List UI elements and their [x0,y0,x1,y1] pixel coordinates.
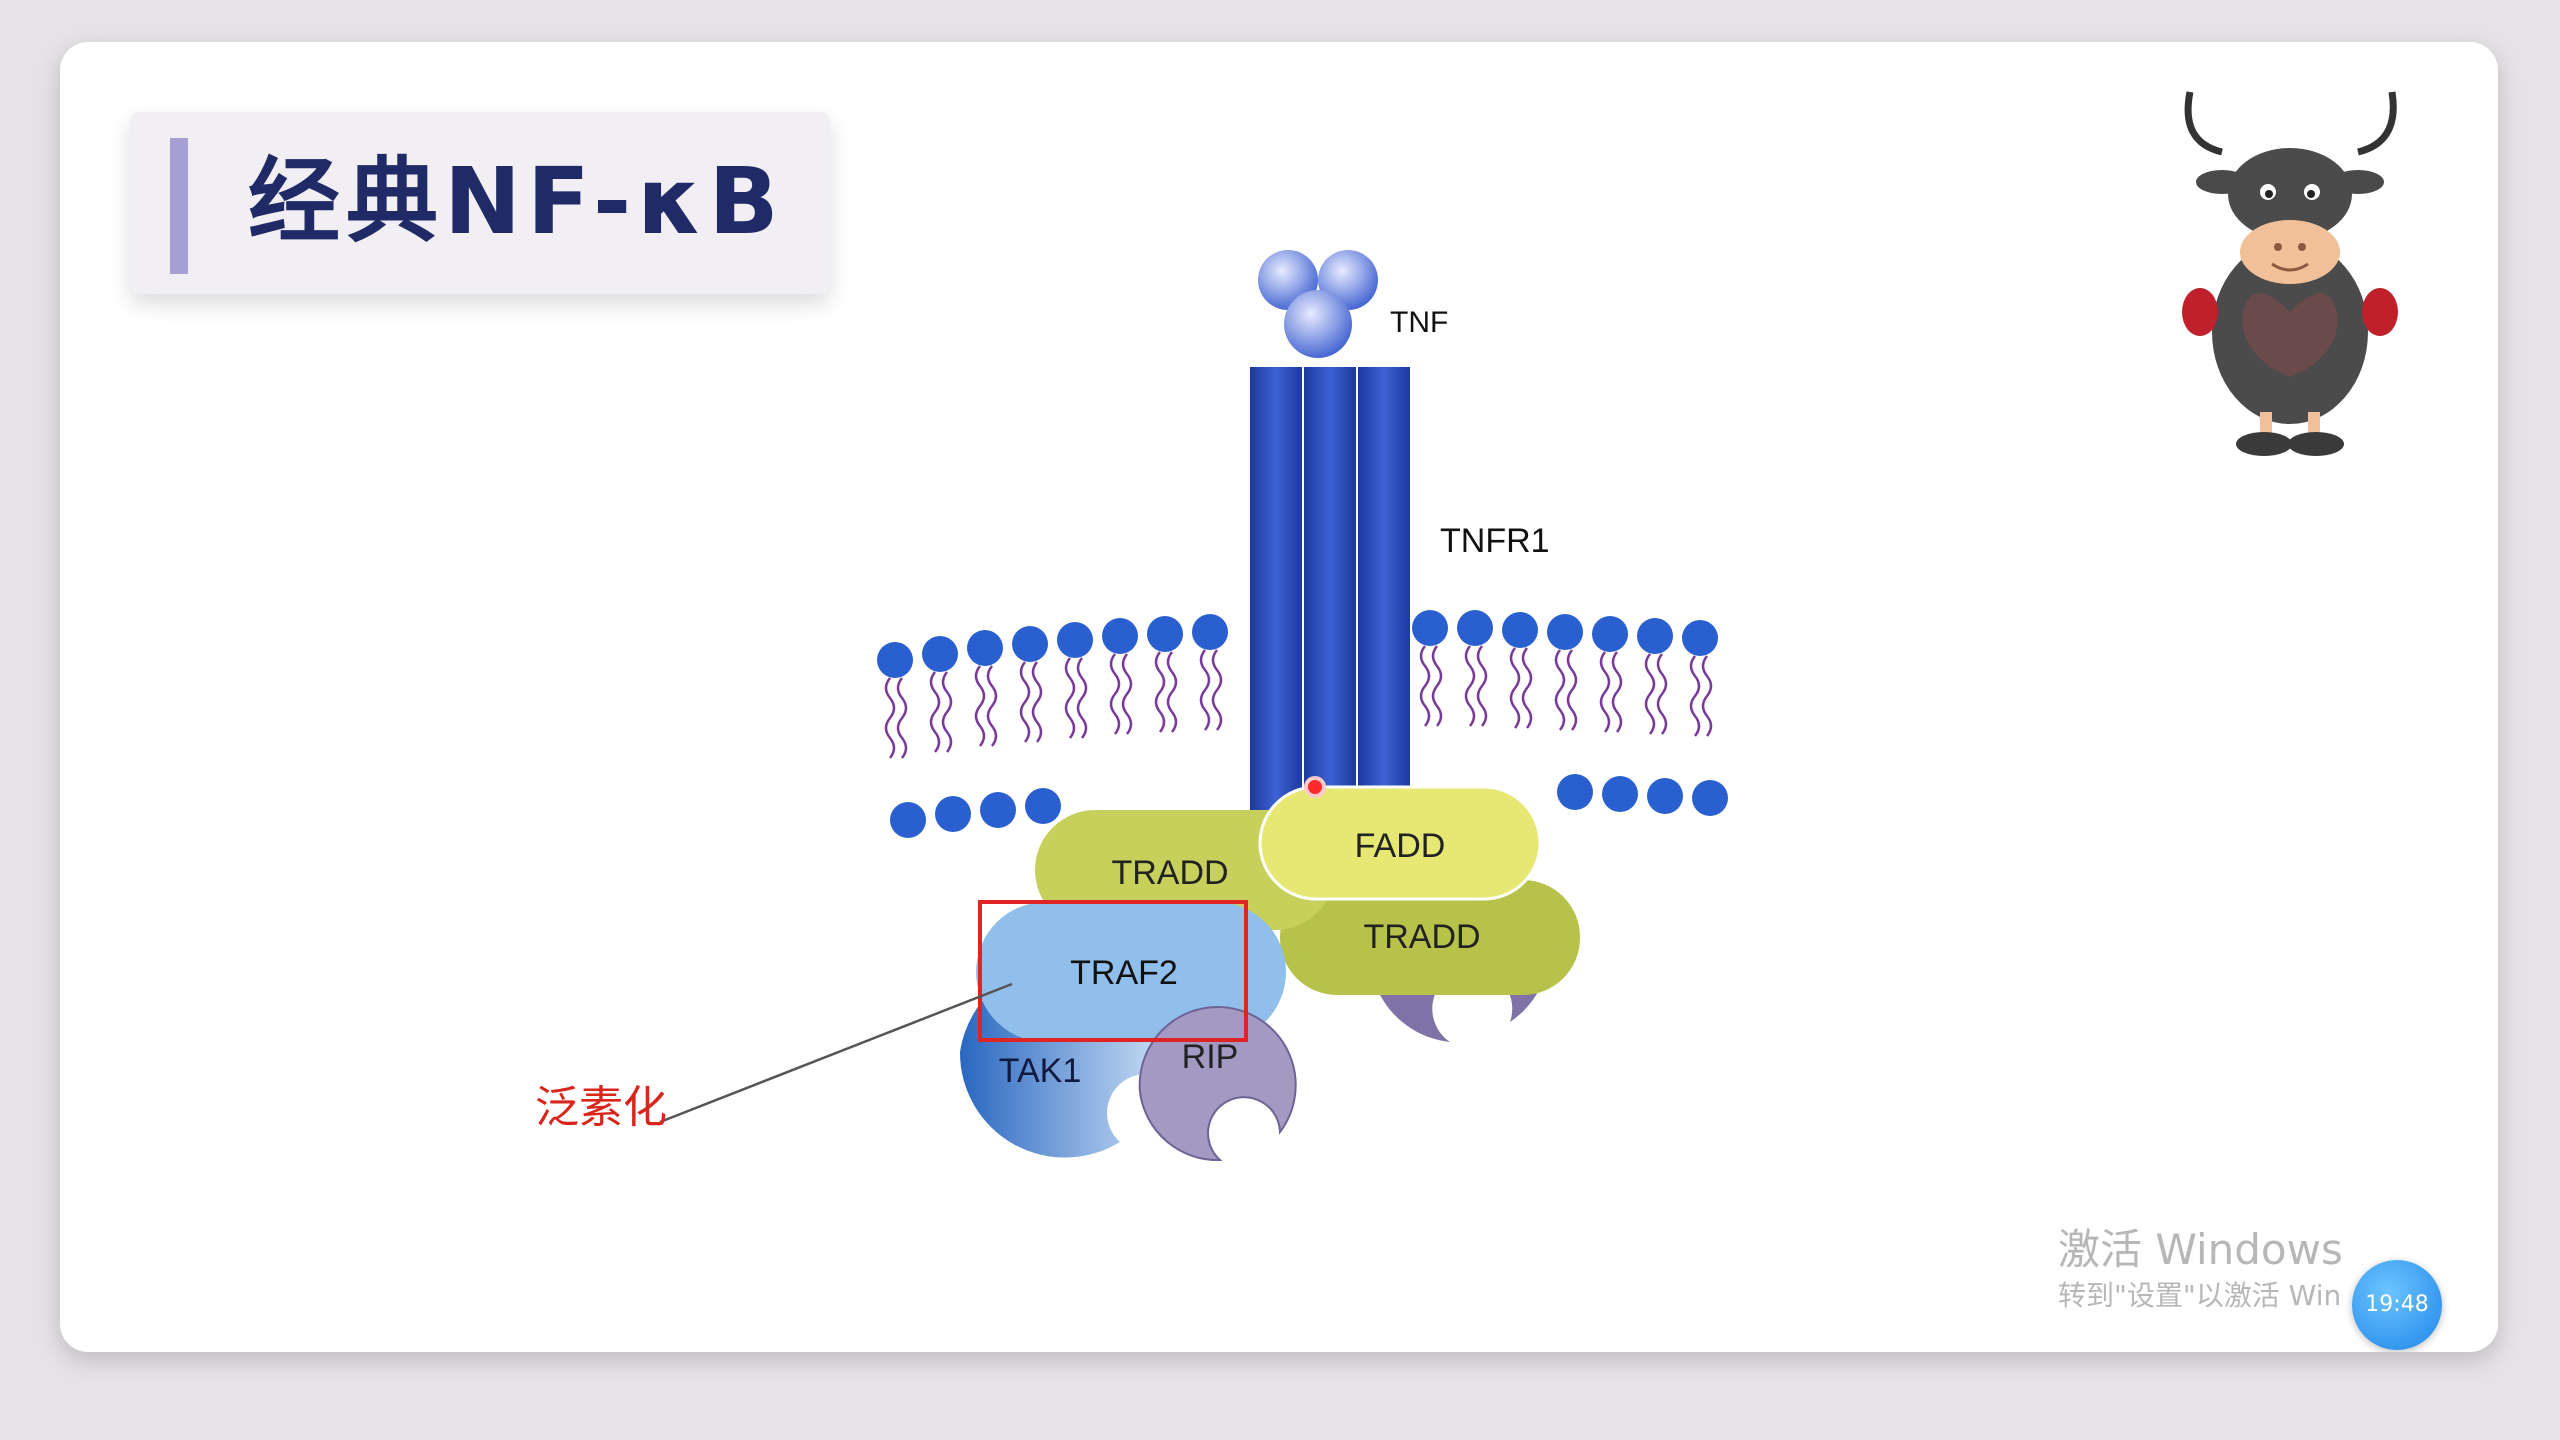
tnfr1-receptor [1250,367,1410,817]
annotation-pointer-line [659,982,1013,1124]
tradd-left-label: TRADD [1111,854,1228,892]
traf2-label: TRAF2 [1070,954,1178,992]
clock-bubble[interactable]: 19:48 [2352,1260,2442,1350]
slide: 经典NF-κB [60,42,2498,1352]
watermark-line1: 激活 Windows [2058,1225,2343,1274]
slide-title: 经典NF-κB [248,148,785,255]
tradd-right-protein: TRADD [1280,880,1580,995]
tnf-ligand [1258,250,1378,358]
rip-label: RIP [1182,1038,1239,1076]
laser-pointer-dot [1304,776,1326,798]
tnf-label: TNF [1390,306,1448,339]
tak1-label: TAK1 [999,1052,1082,1090]
tnf-signaling-diagram: TNF TNFR1 TRADD TRADD FADD TAK1 [535,250,1728,1162]
title-accent-bar [170,138,188,274]
tnfr1-label: TNFR1 [1440,522,1550,560]
watermark-line2: 转到"设置"以激活 Win [2058,1279,2342,1312]
fadd-protein: FADD [1258,785,1542,901]
tradd-right-label: TRADD [1363,918,1480,956]
rip-protein: RIP [1138,1006,1297,1162]
fadd-label: FADD [1355,827,1446,865]
title-card: 经典NF-κB [130,112,830,294]
traf2-highlight-box [978,900,1248,1042]
ubiquitination-annotation: 泛素化 [535,1083,667,1132]
membrane-bilayer [877,610,1728,838]
windows-activation-watermark: 激活 Windows 转到"设置"以激活 Win [2058,1224,2343,1316]
mascot-yak-icon [2182,91,2398,456]
